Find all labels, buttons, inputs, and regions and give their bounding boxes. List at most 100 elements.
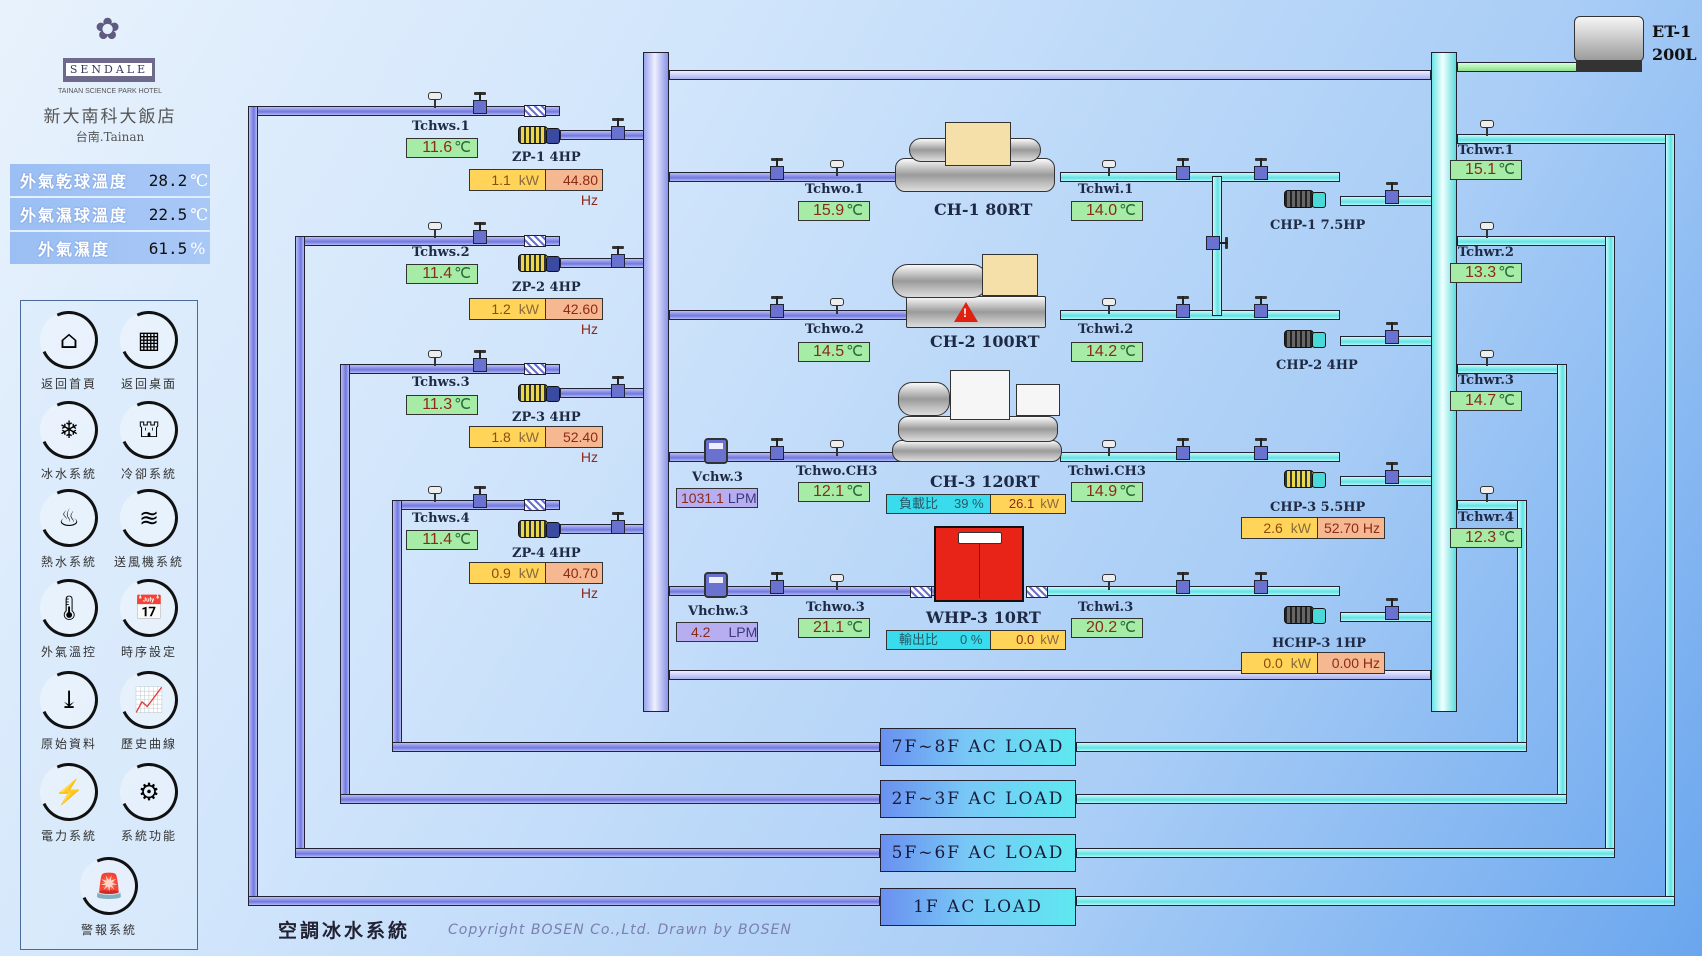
- pump-label-chp-2: CHP-2 4HP: [1276, 358, 1358, 373]
- temp-readout-tchws-3: 11.3℃: [406, 395, 478, 415]
- gate-valve-icon[interactable]: [1176, 438, 1190, 460]
- temp-sensor-icon: [1474, 350, 1496, 366]
- gate-valve-icon[interactable]: [770, 158, 784, 180]
- pump-zp-1-icon[interactable]: [518, 126, 562, 148]
- chiller-ch-1[interactable]: [895, 122, 1055, 198]
- temp-readout-tchwo-3: 21.1℃: [798, 618, 870, 638]
- gate-valve-icon[interactable]: [473, 92, 487, 114]
- navigation-panel: ⌂ 返回首頁 ▦ 返回桌面 ❄ 冰水系統 ⛫ 冷卻系統 ♨ 熱水系統 ≋ 送風機…: [20, 300, 198, 950]
- temp-readout-tchwo-2: 14.5℃: [798, 342, 870, 362]
- ac-load-5f-6f[interactable]: 5F~6F AC LOAD: [880, 834, 1076, 872]
- ac-load-7f-8f[interactable]: 7F~8F AC LOAD: [880, 728, 1076, 766]
- nav-system-functions[interactable]: ⚙ 系統功能: [111, 754, 187, 844]
- chiller-ch-3[interactable]: [892, 370, 1062, 470]
- gate-valve-icon[interactable]: [473, 350, 487, 372]
- expansion-tank-et-1[interactable]: [1574, 16, 1644, 62]
- nav-cooling[interactable]: ⛫ 冷卻系統: [111, 392, 187, 482]
- nav-home[interactable]: ⌂ 返回首頁: [31, 302, 107, 392]
- flex-joint-icon: [910, 586, 932, 598]
- pump-zp-3-icon[interactable]: [518, 384, 562, 406]
- gate-valve-icon[interactable]: [1176, 572, 1190, 594]
- pump-zp-4-icon[interactable]: [518, 520, 562, 542]
- gate-valve-icon[interactable]: [1385, 598, 1399, 620]
- hotel-logo: ✿ SENDALE TAINAN SCIENCE PARK HOTEL 新大南科…: [25, 10, 195, 144]
- temp-sensor-icon: [1474, 120, 1496, 136]
- calendar-clock-icon: 📅: [134, 594, 164, 622]
- nav-hot-water[interactable]: ♨ 熱水系統: [31, 480, 107, 570]
- return-run-5f6f: [1076, 848, 1615, 858]
- pump-chp-1-icon[interactable]: [1284, 190, 1328, 212]
- gate-valve-icon[interactable]: [1176, 296, 1190, 318]
- chiller-ch-2[interactable]: !: [892, 250, 1052, 330]
- gate-valve-icon[interactable]: [1254, 296, 1268, 318]
- pump-discharge-1: [560, 130, 644, 140]
- nav-history[interactable]: 📈 歷史曲線: [111, 662, 187, 752]
- pump-chp-2-icon[interactable]: [1284, 330, 1328, 352]
- sensor-label-tchwi-1: Tchwi.1: [1078, 182, 1134, 197]
- gate-valve-icon[interactable]: [1176, 158, 1190, 180]
- nav-schedule[interactable]: 📅 時序設定: [111, 570, 187, 660]
- flower-logo-icon: ✿: [95, 12, 121, 47]
- nav-outdoor-temp[interactable]: 🌡 外氣溫控: [31, 570, 107, 660]
- sensor-label-tchws-1: Tchws.1: [412, 119, 470, 134]
- gate-valve-icon[interactable]: [1385, 322, 1399, 344]
- flow-meter-icon: [704, 438, 728, 464]
- gate-valve-icon[interactable]: [473, 222, 487, 244]
- gate-valve-icon[interactable]: [1385, 462, 1399, 484]
- nav-chilled-water[interactable]: ❄ 冰水系統: [31, 392, 107, 482]
- home-icon: ⌂: [59, 326, 79, 354]
- temp-readout-tchwr-4: 12.3℃: [1450, 528, 1522, 548]
- nav-alarm[interactable]: 🚨 警報系統: [71, 848, 147, 938]
- nav-power[interactable]: ⚡ 電力系統: [31, 754, 107, 844]
- sensor-label-tchwo-1: Tchwo.1: [805, 182, 864, 197]
- nav-raw-data[interactable]: ⤓ 原始資料: [31, 662, 107, 752]
- gate-valve-icon[interactable]: [1254, 572, 1268, 594]
- chiller-1-inlet-pipe: [1060, 172, 1340, 182]
- chiller-label-ch-1: CH-1 80RT: [934, 200, 1033, 219]
- warning-triangle-icon: !: [954, 302, 978, 322]
- temp-readout-tchwr-3: 14.7℃: [1450, 391, 1522, 411]
- supply-header: [643, 52, 669, 712]
- flex-joint-icon: [524, 105, 546, 117]
- return-riser-2: [1605, 236, 1615, 856]
- pump-zp-2-icon[interactable]: [518, 254, 562, 276]
- pump-chp-3-icon[interactable]: [1284, 470, 1328, 492]
- pump-hchp-3-icon[interactable]: [1284, 606, 1328, 628]
- gate-valve-icon[interactable]: [611, 246, 625, 268]
- crossover-valve-icon[interactable]: [1206, 236, 1228, 250]
- sensor-label-tchwr-4: Tchwr.4: [1458, 510, 1514, 525]
- temp-sensor-icon: [422, 486, 444, 502]
- pump-discharge-2: [560, 258, 644, 268]
- nav-desktop[interactable]: ▦ 返回桌面: [111, 302, 187, 392]
- sensor-label-tchwo-3: Tchwo.3: [806, 600, 865, 615]
- gate-valve-icon[interactable]: [611, 376, 625, 398]
- file-download-icon: ⤓: [58, 686, 80, 714]
- gate-valve-icon[interactable]: [611, 512, 625, 534]
- gate-valve-icon[interactable]: [611, 118, 625, 140]
- ac-load-1f[interactable]: 1F AC LOAD: [880, 888, 1076, 926]
- temp-readout-tchws-4: 11.4℃: [406, 530, 478, 550]
- sensor-label-tchwr-2: Tchwr.2: [1458, 245, 1514, 260]
- supply-run-7f8f: [392, 742, 880, 752]
- dry-bulb-value: 28.2: [148, 170, 188, 190]
- gate-valve-icon[interactable]: [770, 296, 784, 318]
- gate-valve-icon[interactable]: [473, 486, 487, 508]
- water-heat-pump-whp-3[interactable]: [934, 526, 1024, 602]
- nav-air-handler[interactable]: ≋ 送風機系統: [111, 480, 187, 570]
- return-riser-3: [1557, 364, 1567, 804]
- ac-load-2f-3f[interactable]: 2F~3F AC LOAD: [880, 780, 1076, 818]
- gate-valve-icon[interactable]: [1385, 182, 1399, 204]
- pump-discharge-4: [560, 524, 644, 534]
- gate-valve-icon[interactable]: [1254, 438, 1268, 460]
- pump-label-chp-3: CHP-3 5.5HP: [1270, 500, 1366, 515]
- outdoor-weather-panel: 外氣乾球溫度 28.2 ℃ 外氣濕球溫度 22.5 ℃ 外氣濕度 61.5 %: [10, 164, 210, 266]
- gate-valve-icon[interactable]: [1254, 158, 1268, 180]
- gate-valve-icon[interactable]: [770, 572, 784, 594]
- humidity-value: 61.5: [148, 238, 188, 258]
- gate-valve-icon[interactable]: [770, 438, 784, 460]
- alarm-siren-icon: 🚨: [94, 872, 124, 900]
- supply-run-5f6f: [295, 848, 880, 858]
